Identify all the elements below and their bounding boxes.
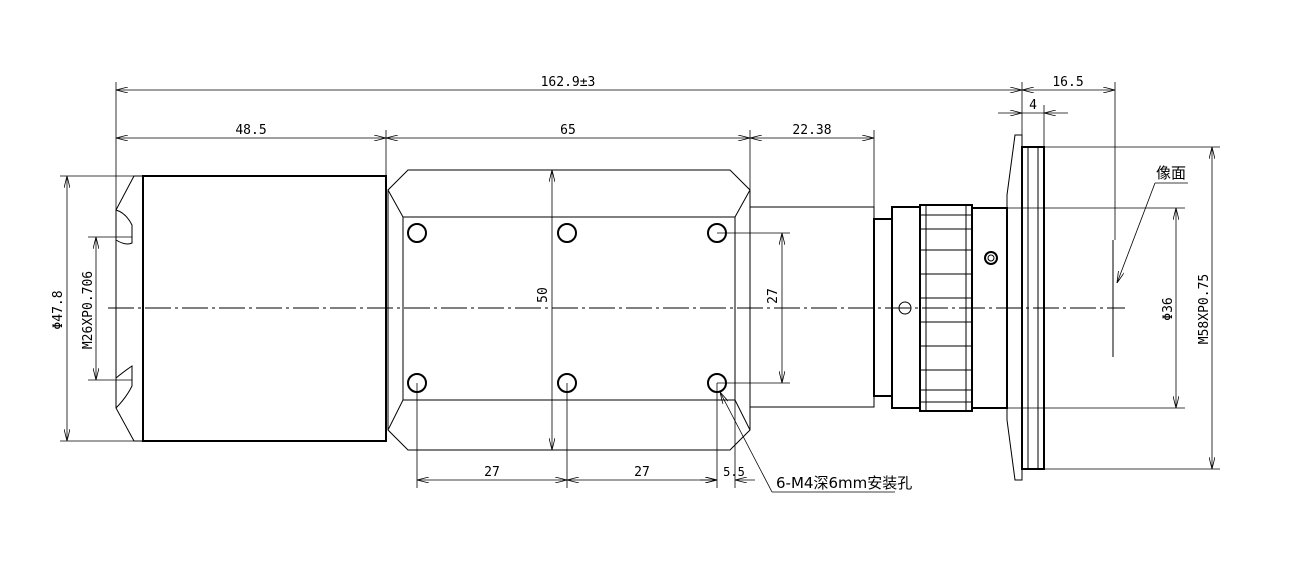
dim-section3-length: 22.38 (792, 123, 831, 138)
focus-ring (919, 204, 973, 412)
dimensions: 162.9±3 48.5 65 22.38 16.5 4 27 27 5.5 5… (51, 75, 1220, 488)
dim-front-thread: M26XP0.706 (81, 271, 96, 349)
dim-overall-length: 162.9±3 (541, 75, 596, 90)
mounting-hole (407, 223, 427, 243)
front-barrel (142, 175, 387, 442)
dim-hole-vertical-spacing: 27 (766, 288, 781, 304)
mounting-hole (557, 223, 577, 243)
dim-section1-length: 48.5 (235, 123, 266, 138)
housing-block (387, 169, 751, 451)
dim-flange-offset: 16.5 (1052, 75, 1083, 90)
dim-rear-thread: M58XP0.75 (1197, 274, 1212, 344)
image-plane-label: 像面 (1156, 164, 1186, 182)
rear-barrel (749, 206, 875, 408)
dim-hole-spacing-2: 27 (634, 465, 650, 480)
dim-hole-spacing-1: 27 (484, 465, 500, 480)
dim-rear-diameter: Φ36 (1161, 297, 1176, 320)
mounting-holes-label: 6-M4深6mm安装孔 (776, 474, 912, 492)
annotations: 像面 6-M4深6mm安装孔 (720, 164, 1188, 493)
dim-block-height: 50 (536, 287, 551, 303)
mount-flange (1006, 134, 1045, 481)
dim-flange-thickness: 4 (1029, 98, 1037, 113)
dim-front-diameter: Φ47.8 (51, 290, 66, 329)
index-mark (898, 301, 912, 315)
dim-section2-length: 65 (560, 123, 576, 138)
dim-hole-edge-offset: 5.5 (723, 465, 745, 479)
